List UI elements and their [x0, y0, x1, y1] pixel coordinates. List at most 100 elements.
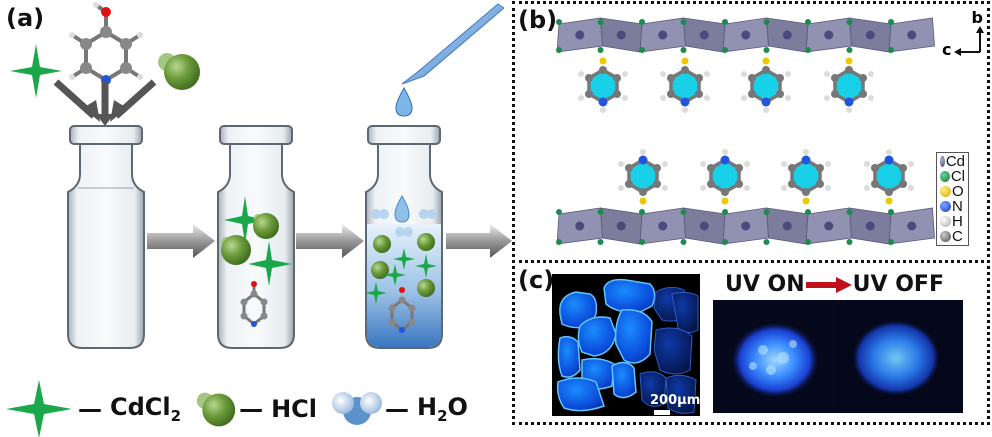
cd-atom — [782, 30, 792, 40]
atom-symbol: Cd — [945, 153, 965, 170]
axis-c-label: c — [942, 40, 952, 59]
cl-atom — [556, 239, 562, 245]
h-atom — [886, 149, 892, 155]
scale-bar — [654, 410, 670, 415]
h-atom — [618, 161, 624, 167]
c-atom — [871, 180, 879, 188]
cd-atom — [658, 221, 668, 231]
o-atom — [721, 197, 729, 205]
h-atom — [741, 71, 747, 77]
h-atom — [824, 95, 830, 101]
c-atom — [831, 90, 839, 98]
upper-cd-cl-chain — [556, 17, 935, 53]
crystal-micrograph — [552, 274, 700, 416]
c-atom — [899, 180, 907, 188]
cl-atom — [680, 19, 687, 25]
cd-atom — [699, 221, 709, 231]
c-atom — [831, 74, 839, 82]
h-atom — [744, 161, 750, 167]
h-atom — [864, 185, 870, 191]
legend-h2o: H2O — [417, 393, 468, 425]
h-atom — [803, 149, 809, 155]
n-atom — [761, 97, 771, 107]
h-atom — [868, 95, 874, 101]
c-atom — [748, 74, 756, 82]
atom-legend-c: C — [940, 229, 965, 244]
pipette-icon — [395, 3, 504, 117]
lower-cd-cl-chain — [556, 207, 935, 245]
cl-atom — [763, 239, 770, 245]
c-atom — [776, 90, 784, 98]
converging-arrows-icon — [53, 79, 157, 126]
c-atom — [625, 164, 633, 172]
cd-atom — [575, 30, 585, 40]
cd-atom — [658, 30, 668, 40]
cd-atom — [865, 30, 875, 40]
pyridinium-cation — [824, 57, 874, 113]
panel-c-label: (c) — [518, 266, 555, 294]
h-atom — [741, 95, 747, 101]
pyridinium-cation — [578, 57, 628, 113]
panel-a-label: (a) — [6, 4, 45, 32]
c-atom — [859, 74, 867, 82]
cl-atom — [763, 47, 770, 53]
aromatic-ring — [669, 67, 701, 105]
h-atom — [622, 95, 628, 101]
cl-atom — [639, 19, 645, 25]
c-atom — [899, 164, 907, 172]
c-atom — [845, 66, 853, 74]
cl-atom — [722, 19, 728, 25]
vial-empty — [67, 125, 145, 349]
h-atom — [763, 107, 769, 113]
cl-atom — [639, 239, 645, 245]
atom-legend-o: O — [940, 184, 965, 199]
atom-symbol: Cl — [950, 168, 965, 185]
axis-indicator: b c — [940, 8, 985, 59]
n-atom — [720, 155, 730, 165]
cd-atom — [907, 30, 917, 40]
h-atom — [600, 107, 606, 113]
pyridinium-cation — [741, 57, 791, 113]
cl-atom — [722, 209, 728, 215]
h-atom — [781, 161, 787, 167]
cd-atom — [741, 30, 751, 40]
pyridinium-cation — [618, 149, 668, 205]
n-atom — [801, 155, 811, 165]
panel-c-frame — [512, 260, 990, 425]
c-atom — [625, 180, 633, 188]
n-atom — [598, 97, 608, 107]
cl-atom — [888, 239, 894, 245]
cl-atom — [556, 47, 562, 53]
o-atom-icon — [940, 186, 951, 197]
c-atom — [735, 164, 743, 172]
cd-atom — [616, 221, 626, 231]
atom-symbol: H — [952, 213, 963, 230]
cl-atom — [680, 239, 687, 245]
c-atom — [667, 74, 675, 82]
cl-atom — [680, 47, 687, 53]
cl-atom — [763, 19, 770, 25]
c-atom — [859, 90, 867, 98]
atom-legend-cd: Cd — [940, 154, 965, 169]
cl-atom — [597, 47, 604, 53]
cl-atom — [846, 209, 853, 215]
atom-legend-h: H — [940, 214, 965, 229]
h-atom — [744, 185, 750, 191]
hcl-molecule-icon — [158, 53, 200, 90]
h-atom — [704, 71, 710, 77]
reagent-legend: — CdCl2 — HCl — H2O — [6, 380, 468, 437]
o-atom — [762, 57, 770, 65]
aromatic-ring — [833, 67, 865, 105]
cl-atom — [805, 19, 811, 25]
cl-atom — [846, 47, 853, 53]
uv-on-photo — [713, 300, 838, 413]
green-star-icon — [10, 44, 62, 98]
atom-legend: Cd Cl O N H C — [936, 152, 969, 246]
c-atom — [695, 90, 703, 98]
atom-legend-n: N — [940, 199, 965, 214]
aromatic-ring — [873, 157, 905, 195]
cl-atom — [597, 19, 604, 25]
h-atom — [660, 71, 666, 77]
c-atom — [613, 74, 621, 82]
uv-switch-title: UV ON UV OFF — [725, 272, 944, 297]
